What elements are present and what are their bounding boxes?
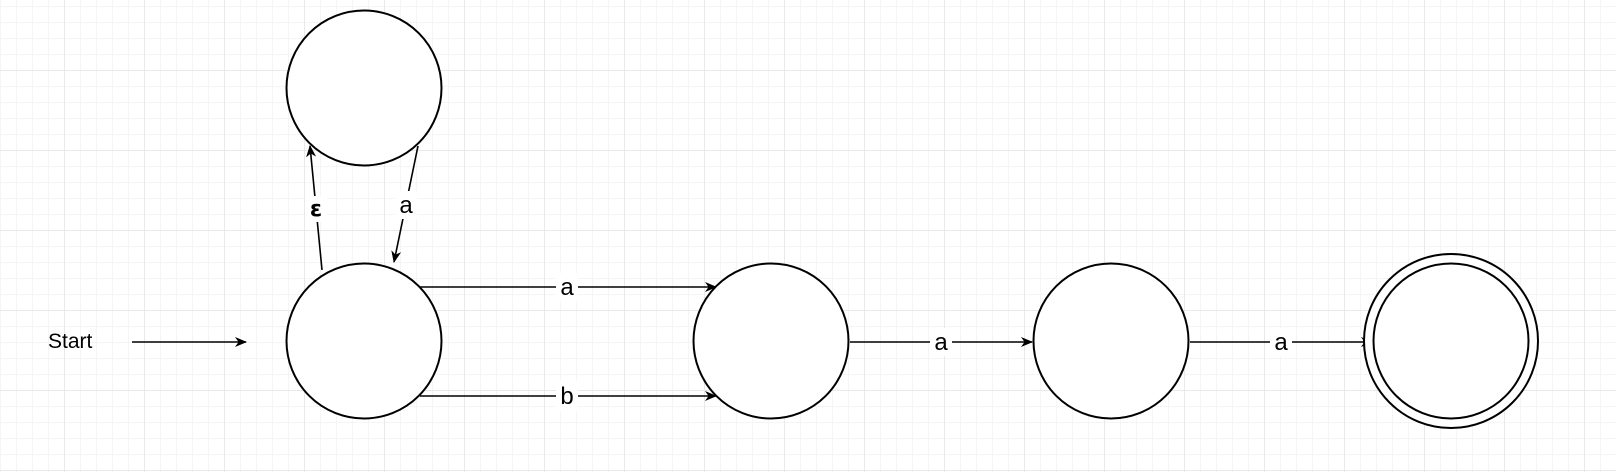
state-third[interactable]	[1032, 262, 1190, 420]
edge-label-s0-s1-a: a	[560, 274, 574, 301]
edge-label-bg	[305, 196, 327, 222]
edge-label-s1-s2: a	[934, 329, 948, 356]
accepting-inner-ring	[1372, 262, 1530, 420]
edge-label-bg	[930, 328, 952, 356]
edge-label-top-s0: a	[399, 192, 413, 219]
state-middle[interactable]	[692, 262, 850, 420]
edge-label-epsilon: ε	[310, 197, 322, 222]
start-label: Start	[48, 330, 93, 353]
edge-label-bg	[395, 191, 417, 219]
state-accepting[interactable]	[1363, 253, 1539, 429]
edge-label-s2-s3: a	[1274, 329, 1288, 356]
edge-label-bg	[556, 381, 578, 411]
edge-label-s0-s1-b: b	[560, 383, 573, 410]
edge-label-bg	[1270, 328, 1292, 356]
state-initial[interactable]	[285, 262, 443, 420]
edge-label-bg	[556, 273, 578, 301]
state-top[interactable]	[285, 9, 443, 167]
